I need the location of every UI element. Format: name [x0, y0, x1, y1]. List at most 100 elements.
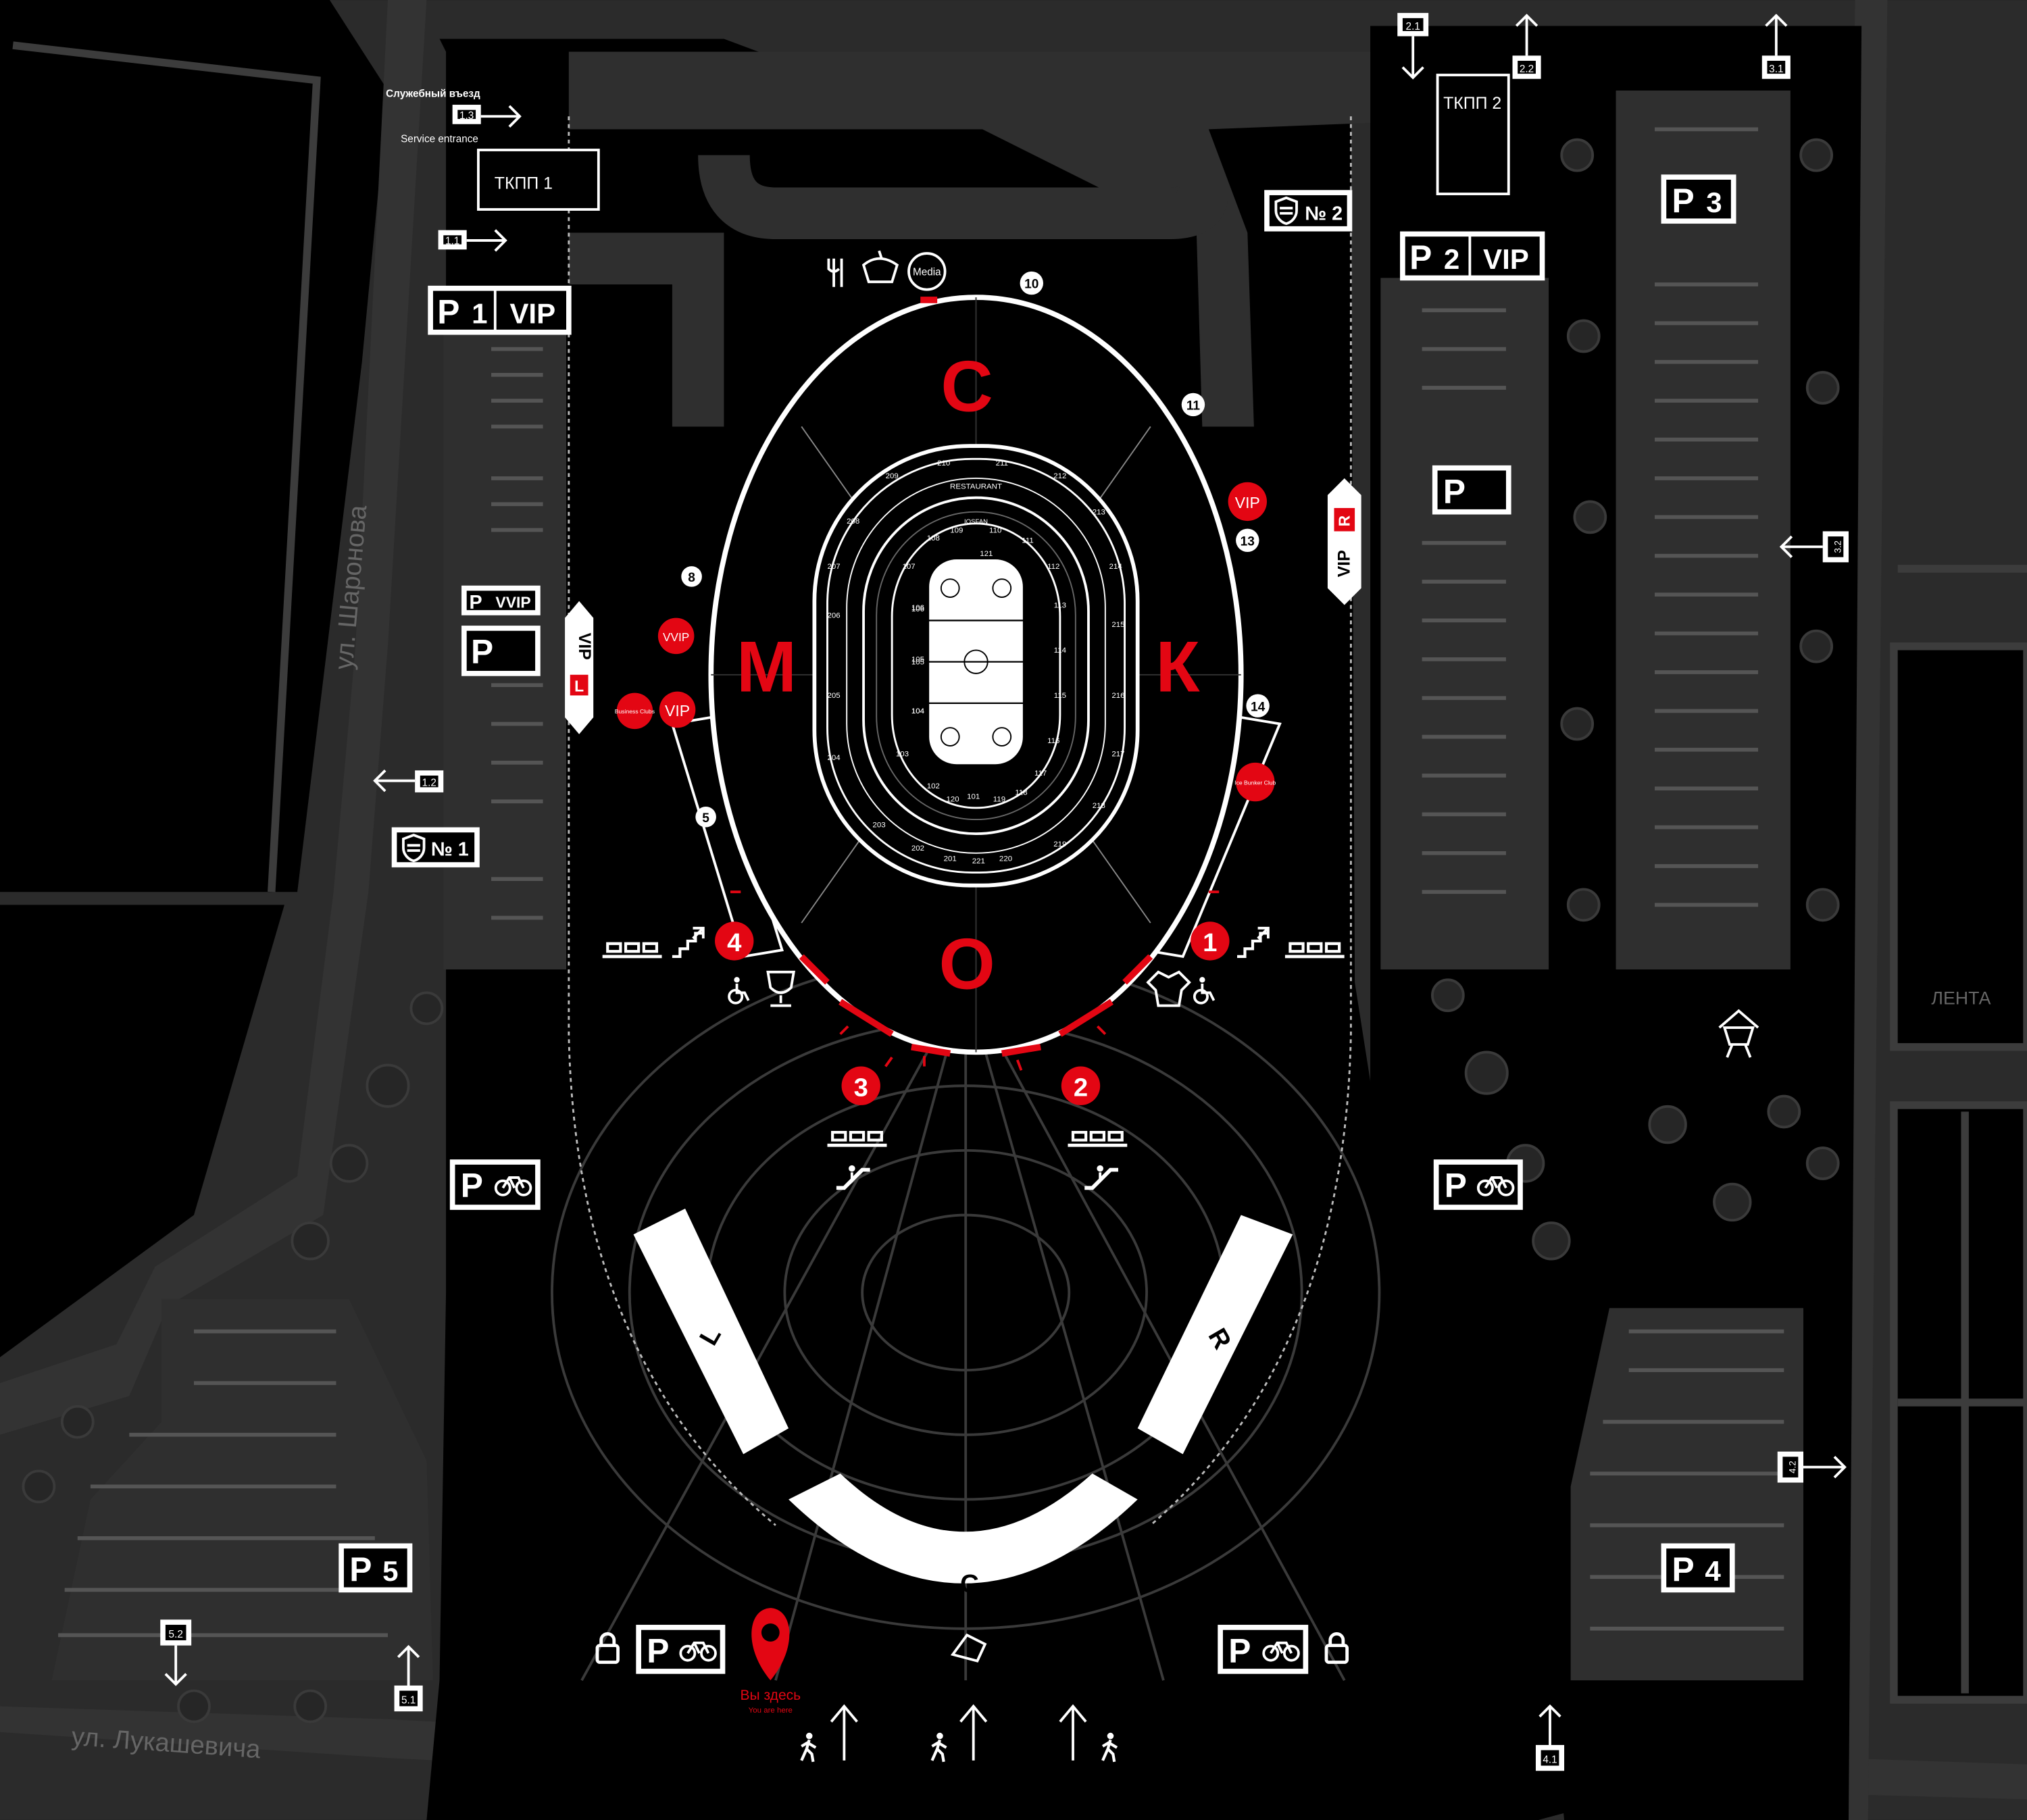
gate-3-1-label: 3.1 — [1769, 64, 1783, 75]
parking-lot-p4 — [1570, 1308, 1804, 1681]
sector-204: 204 — [827, 754, 841, 762]
gate-5-1[interactable]: 5.1 — [394, 1644, 423, 1712]
sector-116: 116 — [1047, 737, 1059, 745]
left-plot — [0, 0, 388, 892]
right-plot-1 — [1890, 642, 2027, 1051]
vip-r-entrance-sign[interactable]: R VIP — [1327, 478, 1361, 605]
pedestrian-entrance-3[interactable] — [1059, 1704, 1117, 1762]
you-are-here-en: You are here — [749, 1707, 793, 1715]
security-post-1[interactable]: № 1 — [391, 827, 480, 867]
sector-208: 208 — [847, 517, 859, 526]
gate-4-1[interactable]: 4.1 — [1535, 1704, 1565, 1771]
parking-sign-accessible-east[interactable]: P — [1432, 465, 1511, 515]
gate-5-2[interactable]: 5.2 — [160, 1619, 192, 1686]
parking-sign-p2-vip[interactable]: P 2 VIP — [1400, 231, 1545, 281]
entrance-2[interactable]: 2 — [1061, 1066, 1101, 1105]
gate-1-2[interactable]: 1.2 — [373, 769, 444, 792]
left-plot-frame — [12, 41, 321, 892]
sector-221: 221 — [972, 857, 985, 865]
gate-1-1[interactable]: 1.1 — [438, 229, 507, 252]
security-post-2[interactable]: № 2 — [1264, 190, 1353, 232]
vip-l-entrance-sign[interactable]: VIP L — [565, 601, 594, 734]
vip-entrance-east[interactable]: VIP — [1228, 482, 1267, 522]
gate-4-2[interactable]: 4.2 — [1777, 1451, 1847, 1483]
entrance-11[interactable]: 11 — [1181, 393, 1205, 417]
business-clubs-entrance[interactable]: Business Clubs — [615, 692, 655, 730]
entrance-2-label: 2 — [1074, 1073, 1088, 1103]
fan-zone-center[interactable] — [789, 1473, 1138, 1584]
sector-205: 205 — [827, 692, 840, 700]
sector-120: 120 — [947, 795, 959, 803]
p5-p-letter: P — [349, 1550, 372, 1588]
location-pin-icon — [751, 1608, 790, 1681]
parking-sign-p1-vip[interactable]: P 1 VIP — [428, 285, 572, 335]
bike-parking-west[interactable]: P — [449, 1159, 541, 1210]
rink-label-104: 104 — [911, 707, 925, 715]
entrance-3-label: 3 — [854, 1073, 868, 1103]
pedestrian-entrance-1[interactable] — [801, 1704, 858, 1762]
gate-3-2[interactable]: 3.2 — [1779, 531, 1849, 563]
sector-115: 115 — [1054, 692, 1066, 700]
entrance-3[interactable]: 3 — [841, 1066, 880, 1105]
gate-1-2-label: 1.2 — [422, 777, 436, 788]
gate-2-1[interactable]: 2.1 — [1397, 13, 1429, 80]
vvip-entrance[interactable]: VVIP — [657, 617, 695, 655]
service-entrance-en: Service entrance — [401, 134, 478, 145]
entrance-13[interactable]: 13 — [1236, 528, 1259, 553]
service-road[interactable] — [568, 51, 1371, 427]
gate-1-1-label: 1.1 — [445, 236, 459, 247]
ice-bunker-entrance[interactable]: Ice Bunker Club — [1234, 762, 1276, 802]
vip-r-letter: R — [1335, 515, 1353, 526]
p4-number: 4 — [1705, 1555, 1721, 1587]
gate-3-1[interactable]: 3.1 — [1761, 14, 1791, 79]
gate-1-3[interactable]: 1.3 — [452, 105, 522, 128]
sector-108: 108 — [927, 534, 940, 542]
entrance-1[interactable]: 1 — [1191, 921, 1230, 961]
vip-l-letter: L — [574, 678, 584, 695]
checkpoint-2-label: ТКПП 2 — [1443, 94, 1501, 113]
parking-lot-p5 — [51, 1298, 433, 1681]
stand-west: М — [736, 626, 797, 707]
arrow-icon — [959, 1704, 988, 1761]
sector-219: 219 — [1053, 840, 1066, 849]
security-post-2-label: № 2 — [1305, 203, 1343, 224]
sector-106: 106 — [911, 604, 924, 612]
p3-number: 3 — [1706, 186, 1722, 218]
you-are-here-ru: Вы здесь — [741, 1688, 801, 1703]
sector-101: 101 — [967, 792, 980, 801]
checkpoint-1 — [476, 149, 600, 211]
entrance-4[interactable]: 4 — [715, 921, 754, 961]
sector-218: 218 — [1093, 802, 1105, 810]
entrance-14[interactable]: 14 — [1246, 694, 1270, 717]
bike-parking-south-east[interactable]: P — [1218, 1625, 1309, 1674]
parking-lot-p2 — [1380, 278, 1549, 970]
parking-sign-vvip[interactable]: P VVIP — [461, 585, 541, 615]
p2-p-letter: P — [1409, 238, 1432, 276]
pedestrian-entrance-2[interactable] — [932, 1704, 988, 1762]
entrance-4-label: 4 — [727, 928, 742, 957]
vip-entrance-west[interactable]: VIP — [659, 691, 696, 728]
parking-sign-accessible-west[interactable]: P — [461, 626, 541, 676]
sector-109: 109 — [950, 526, 963, 534]
sector-fan: IOSFAN — [964, 518, 988, 526]
fan-zone-right[interactable] — [1137, 1215, 1293, 1455]
parking-sign-p5[interactable]: P 5 — [339, 1543, 413, 1593]
road-sharonova[interactable] — [0, 0, 427, 1435]
arrow-icon — [397, 1644, 420, 1686]
sector-211: 211 — [996, 459, 1008, 467]
bike-parking-south-west[interactable]: P — [636, 1625, 726, 1674]
entrance-5-label: 5 — [702, 811, 709, 826]
you-are-here: Вы здесь You are here — [741, 1608, 801, 1715]
entrance-8[interactable]: 8 — [681, 566, 702, 587]
fan-zone-left[interactable] — [633, 1208, 789, 1455]
entrance-10[interactable]: 10 — [1020, 271, 1044, 295]
gate-2-2[interactable]: 2.2 — [1512, 14, 1541, 79]
parking-sign-p4[interactable]: P 4 — [1661, 1543, 1735, 1593]
sector-213: 213 — [1093, 509, 1105, 517]
service-entrance-ru: Служебный въезд — [386, 89, 480, 100]
media-badge[interactable]: Media — [907, 252, 947, 291]
bike-parking-east[interactable]: P — [1433, 1159, 1523, 1210]
entrance-5[interactable]: 5 — [695, 806, 716, 828]
parking-sign-p3[interactable]: P 3 — [1661, 174, 1736, 224]
